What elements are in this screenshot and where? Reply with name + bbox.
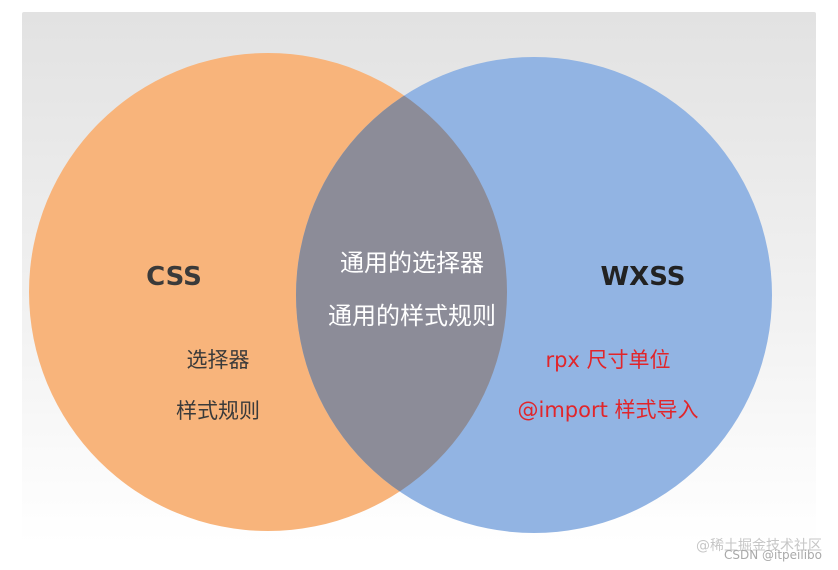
- wxss-title: WXSS: [600, 262, 685, 292]
- shared-item-style-rules: 通用的样式规则: [328, 302, 496, 330]
- juejin-watermark: @稀土掘金技术社区: [696, 538, 822, 554]
- overlap-region: [296, 57, 507, 531]
- venn-diagram: CSS 选择器 样式规则 通用的选择器 通用的样式规则 WXSS rpx 尺寸单…: [29, 53, 772, 533]
- diagram-frame: CSS 选择器 样式规则 通用的选择器 通用的样式规则 WXSS rpx 尺寸单…: [22, 12, 816, 544]
- css-item-selector: 选择器: [187, 348, 250, 372]
- shared-item-selector: 通用的选择器: [340, 249, 484, 277]
- wxss-item-import: @import 样式导入: [517, 398, 698, 422]
- wxss-item-rpx: rpx 尺寸单位: [545, 348, 670, 372]
- css-title: CSS: [146, 262, 202, 292]
- csdn-watermark: CSDN @itpeilibo: [723, 548, 822, 562]
- css-item-style-rules: 样式规则: [176, 399, 260, 423]
